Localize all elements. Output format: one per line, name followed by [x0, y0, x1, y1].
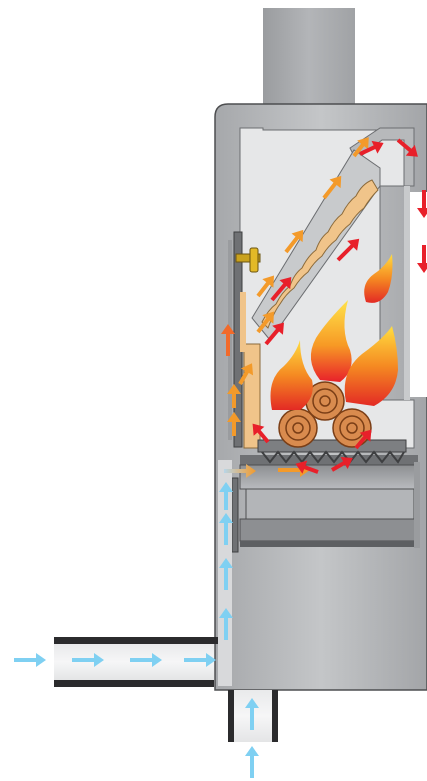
inlet-arrow: [14, 653, 46, 667]
ash-pan-section: [232, 455, 420, 552]
bottom-inlet-arrow: [245, 746, 259, 778]
flue-outlet-opening: [408, 192, 427, 397]
